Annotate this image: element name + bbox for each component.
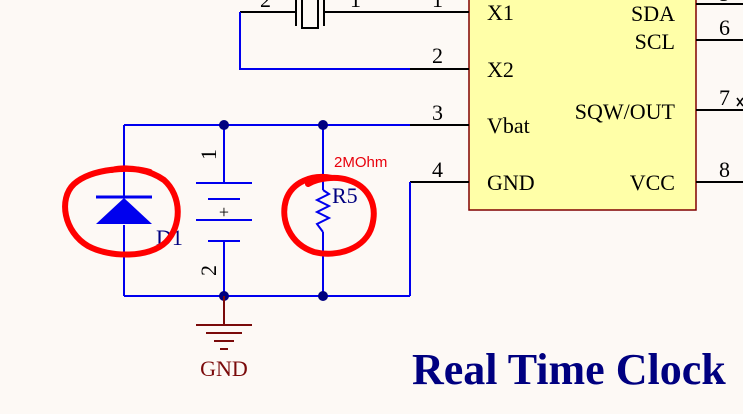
pin-num-2: 2 [432,43,443,68]
pin-name-scl: SCL [635,29,675,54]
ic-right-pins [696,3,743,183]
pin-num-8: 8 [719,157,730,182]
pin-num-4: 4 [432,157,443,182]
pin-name-sda: SDA [631,1,675,26]
junction-dot [219,120,229,130]
ground-symbol[interactable] [196,296,252,350]
resistor-value: 2MOhm [334,154,387,171]
battery-polarity: + [219,202,229,222]
pin-num-7: 7 [719,85,730,110]
pin-num-6: 6 [719,15,730,40]
ic-left-pins [410,11,469,183]
offscreen-label-fragment [736,97,743,107]
battery-pin-2: 2 [196,265,221,276]
diode-d1-symbol[interactable] [96,195,152,224]
pin-name-gnd: GND [487,170,535,195]
pin-num-1: 1 [432,0,443,12]
junction-dot [318,120,328,130]
highlight-circle-resistor [281,174,377,257]
pin-num-5: 5 [719,0,730,6]
wire-crystal-to-x2 [239,12,410,70]
crystal-symbol[interactable] [240,0,410,29]
pin-num-3: 3 [432,100,443,125]
crystal-pin-1: 1 [350,0,361,12]
highlight-circle-diode [62,165,181,258]
diode-triangle [96,198,152,224]
ground-label: GND [200,356,248,381]
pin-name-vbat: Vbat [487,113,530,138]
rtc-ic-body[interactable] [468,0,697,211]
pin-name-sqw-out: SQW/OUT [575,99,676,124]
crystal-pin-2: 2 [260,0,271,12]
resistor-designator: R5 [332,183,358,208]
resistor-r5-zigzag[interactable] [314,189,332,233]
wires [123,12,411,297]
crystal-body [301,0,319,29]
highlight-annotations [62,165,377,258]
pin-name-x1: X1 [487,0,514,25]
sheet-title: Real Time Clock [412,345,726,394]
battery-pin-1: 1 [196,149,221,160]
pin-name-vcc: VCC [630,170,675,195]
junctions [219,120,328,301]
battery-symbol[interactable] [196,182,252,242]
junction-dot [318,291,328,301]
pin-name-x2: X2 [487,57,514,82]
